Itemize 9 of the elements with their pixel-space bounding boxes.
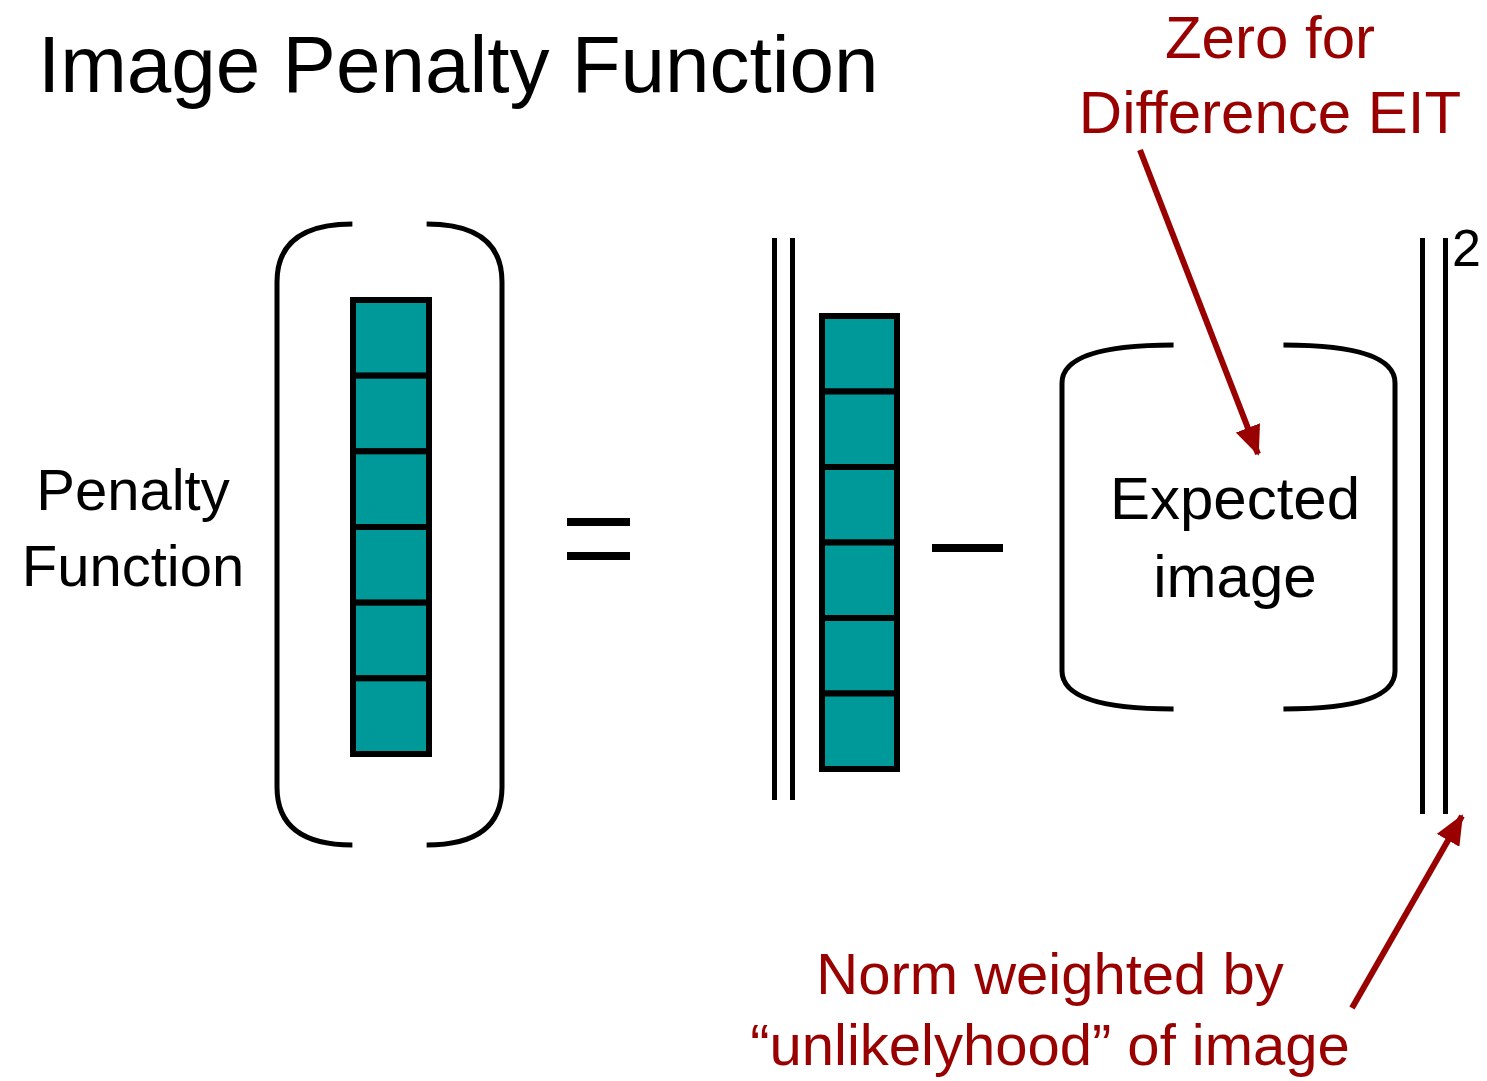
arrow [1349,814,1465,1010]
annotation-text: Expected image [1108,464,1362,612]
title: Image Penalty Function [38,20,879,110]
exponent: 2 [1452,218,1481,278]
annotation-text: Zero for Difference EIT [1077,3,1463,148]
norm-double-bar [1420,238,1448,814]
text-label: Penalty Function [20,456,246,600]
arrow [1137,148,1261,456]
annotation-text: Norm weighted by “unlikelyhood” of image [749,940,1351,1079]
